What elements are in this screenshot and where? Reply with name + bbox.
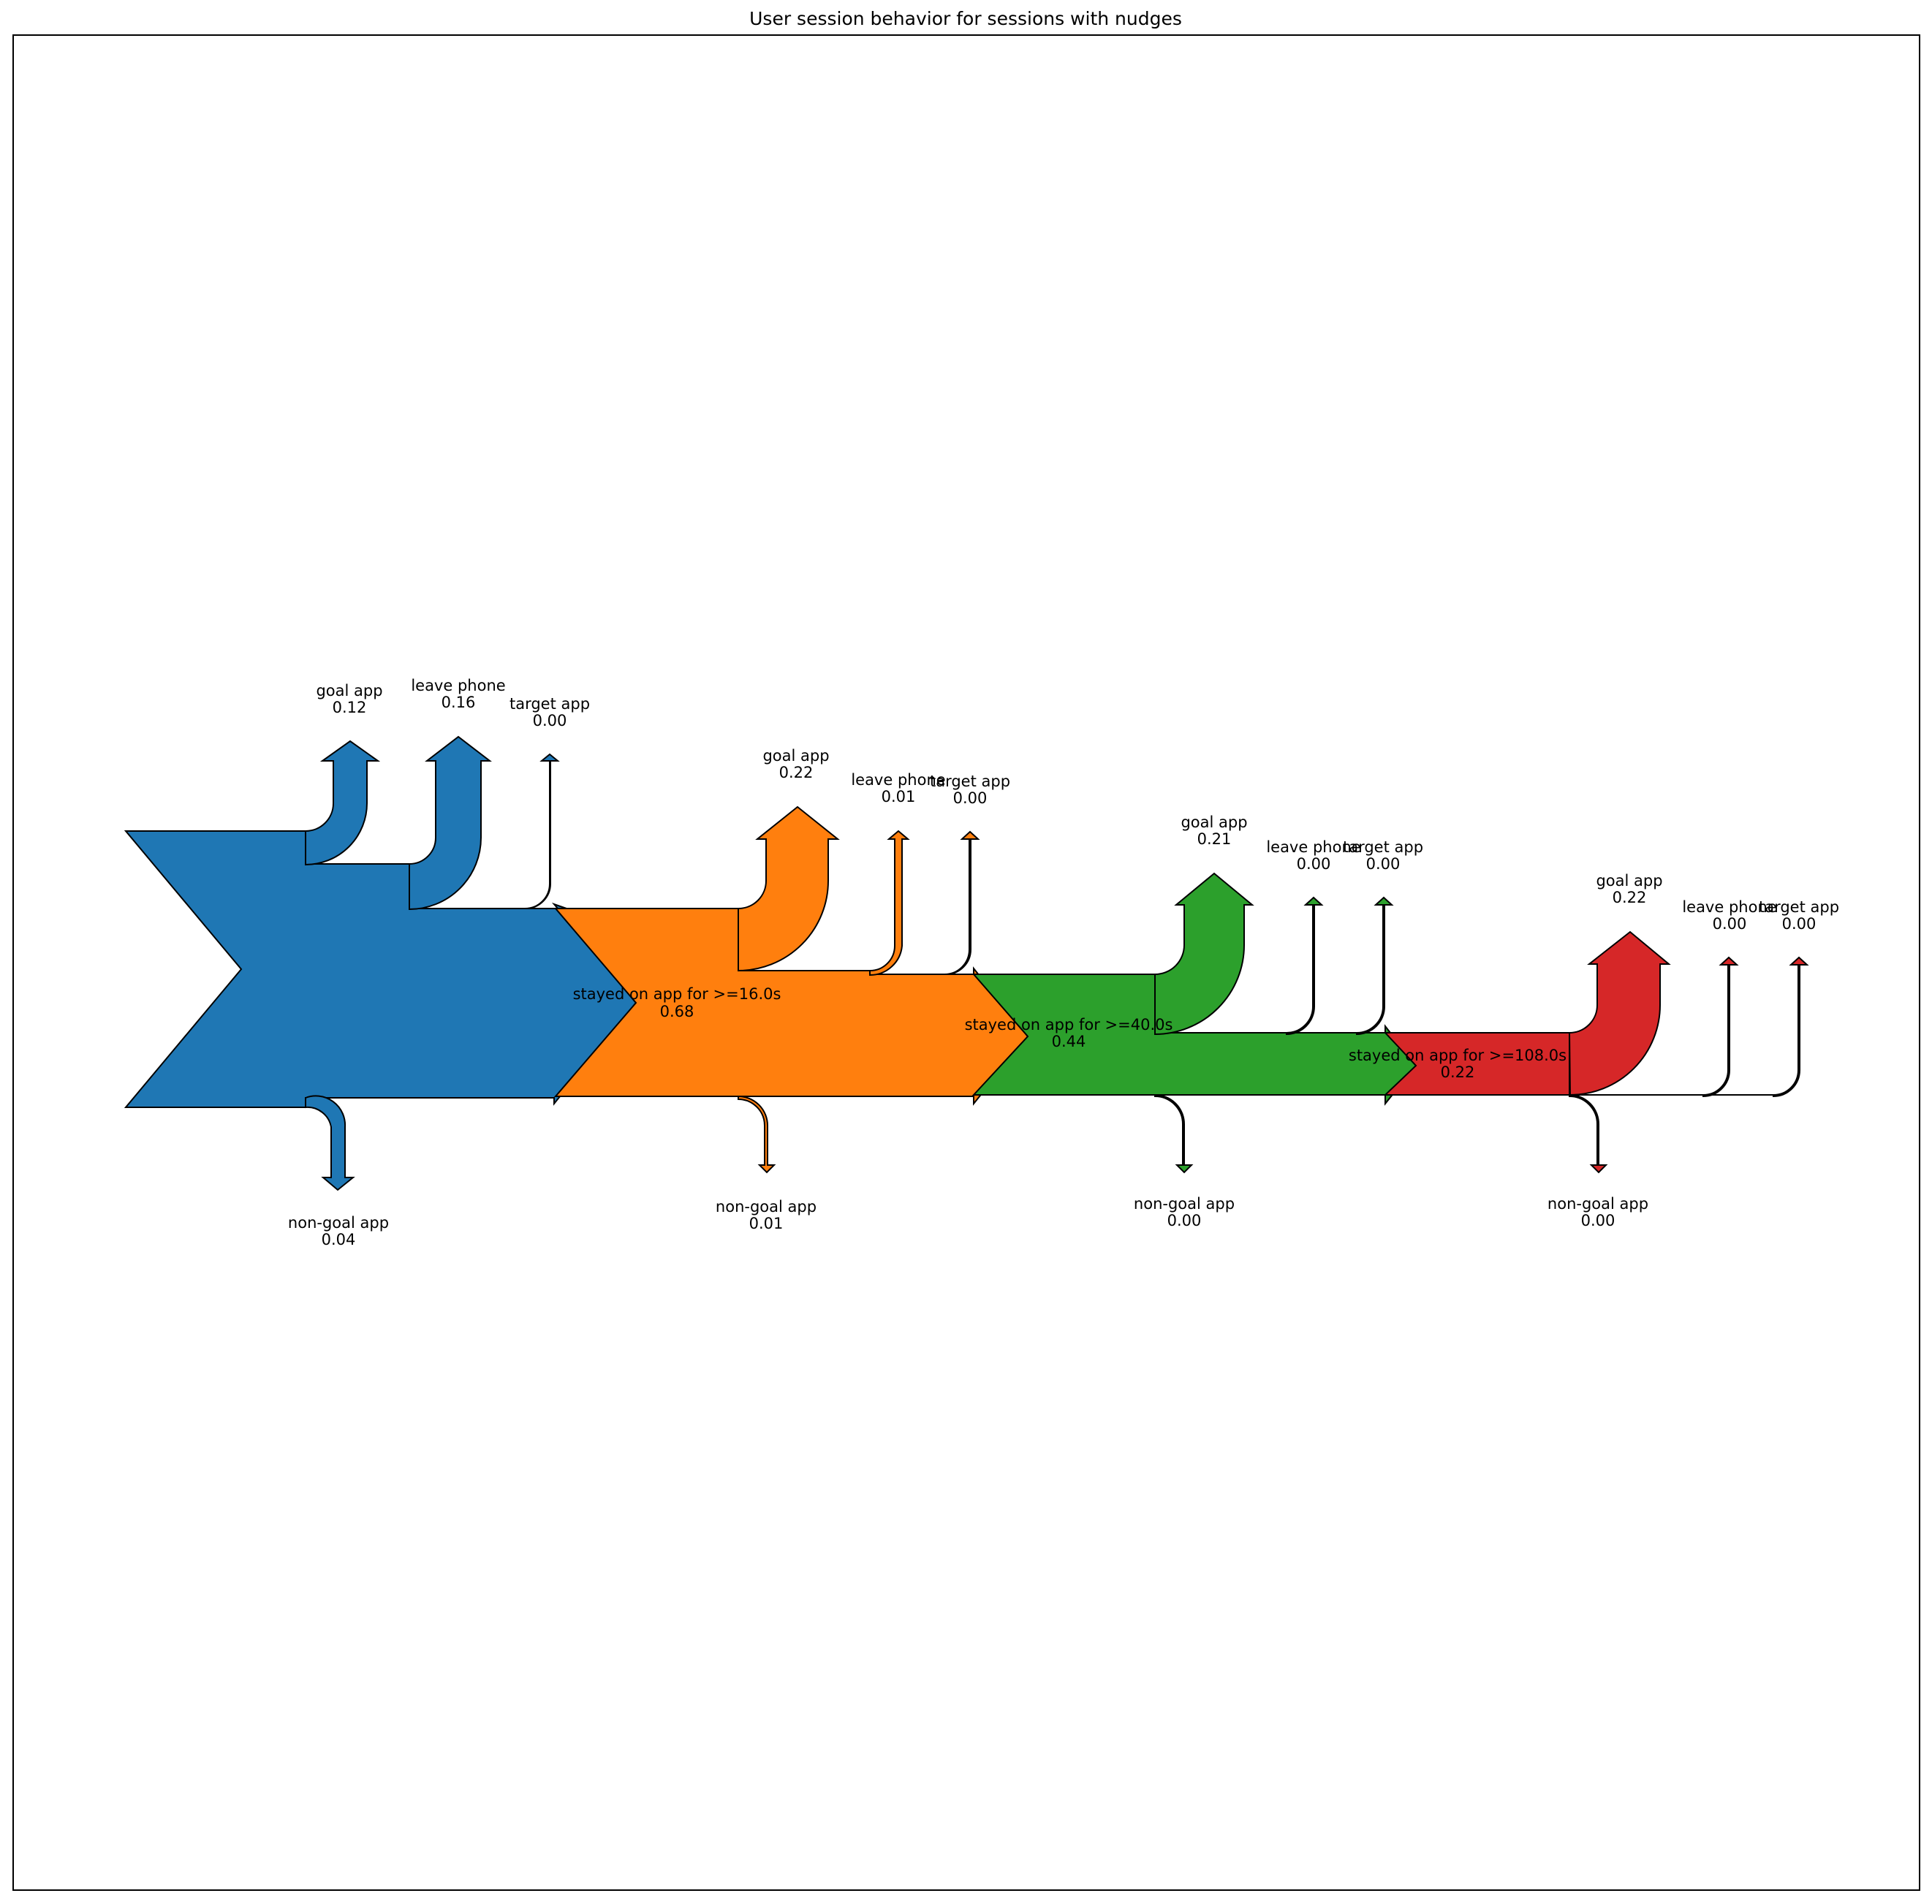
stage-4-labels: goal app 0.22 leave phone 0.00 target ap… [1548, 872, 1839, 1229]
stage-2-goal-app-flow [738, 805, 840, 972]
stage-4-goal-app-flow [1568, 930, 1671, 1096]
stage-4-leave-phone-flow [1702, 956, 1739, 1098]
stage-1-non-goal-app-flow [305, 1095, 355, 1191]
stage-3-goal-app-flow [1154, 872, 1254, 1036]
stage-2-target-app-value: 0.00 [953, 789, 988, 807]
chart-title: User session behavior for sessions with … [749, 8, 1182, 29]
stage-4-non-goal-app-label: non-goal app [1548, 1195, 1648, 1213]
stage-2-labels: goal app 0.22 leave phone 0.01 target ap… [716, 747, 1173, 1232]
stage-3-labels: goal app 0.21 leave phone 0.00 target ap… [1134, 813, 1567, 1229]
stage-3-target-app-value: 0.00 [1366, 855, 1401, 873]
stage-3-goal-app-label: goal app [1181, 813, 1247, 831]
stage-3-leave-phone-flow [1286, 896, 1324, 1036]
stage-1-goal-app-label: goal app [316, 682, 382, 699]
stage-1-target-app-flow [524, 753, 560, 909]
stage-3-non-goal-app-flow [1154, 1093, 1194, 1174]
stage-3-flows [971, 872, 1417, 1174]
stage-4-leave-phone-value: 0.00 [1713, 915, 1747, 933]
stage-3-stayed-label: stayed on app for >=108.0s [1349, 1047, 1567, 1064]
stage-3-goal-app-value: 0.21 [1197, 830, 1232, 848]
stage-1-leave-phone-value: 0.16 [442, 694, 476, 711]
stage-3-leave-phone-value: 0.00 [1297, 855, 1331, 873]
stage-2-non-goal-app-label: non-goal app [716, 1198, 817, 1215]
stage-3-leave-phone-label: leave phone [1266, 838, 1360, 856]
stage-4-goal-app-label: goal app [1596, 872, 1662, 890]
stage-4-flows [1383, 930, 1809, 1174]
stage-1-target-app-value: 0.00 [533, 712, 567, 729]
stage-1-stayed-label: stayed on app for >=16.0s [573, 985, 781, 1003]
stage-4-goal-app-value: 0.22 [1613, 889, 1647, 906]
stage-4-non-goal-app-flow [1569, 1093, 1608, 1174]
stage-1-target-app-label: target app [509, 695, 590, 713]
stage-1-flows [124, 735, 637, 1191]
stage-3-target-app-flow [1356, 896, 1394, 1036]
stage-1-non-goal-app-value: 0.04 [322, 1231, 356, 1248]
stage-2-goal-app-value: 0.22 [779, 764, 814, 781]
stage-2-flows [553, 805, 1029, 1174]
stage-2-leave-phone-label: leave phone [851, 771, 945, 789]
stage-1-leave-phone-label: leave phone [411, 677, 505, 694]
stage-4-leave-phone-label: leave phone [1682, 898, 1776, 916]
stage-1-non-goal-app-label: non-goal app [288, 1214, 389, 1232]
stage-2-non-goal-app-value: 0.01 [749, 1215, 784, 1232]
stage-3-non-goal-app-label: non-goal app [1134, 1195, 1235, 1213]
stage-4-target-app-flow [1773, 956, 1809, 1098]
stage-2-goal-app-label: goal app [762, 747, 829, 765]
stage-3-target-app-label: target app [1343, 838, 1423, 856]
stage-2-non-goal-app-flow [738, 1095, 776, 1174]
stage-1-labels: goal app 0.12 leave phone 0.16 target ap… [288, 677, 781, 1248]
stage-2-target-app-flow [944, 830, 980, 975]
stage-4-target-app-label: target app [1759, 898, 1839, 916]
stage-1-goal-app-flow [305, 740, 381, 866]
stage-2-target-app-label: target app [930, 773, 1010, 790]
stage-4-non-goal-app-value: 0.00 [1581, 1212, 1615, 1229]
stage-2-leave-phone-flow [869, 830, 910, 976]
stage-3-stayed-value: 0.22 [1441, 1063, 1475, 1081]
plot-frame [12, 34, 1920, 1891]
stage-1-stayed-value: 0.68 [660, 1003, 694, 1020]
stage-1-leave-phone-flow [409, 735, 492, 911]
stage-2-stayed-value: 0.44 [1052, 1033, 1086, 1050]
stage-3-non-goal-app-value: 0.00 [1167, 1212, 1202, 1229]
stage-2-leave-phone-value: 0.01 [882, 788, 916, 805]
stage-4-target-app-value: 0.00 [1782, 915, 1817, 933]
stage-2-stayed-label: stayed on app for >=40.0s [965, 1016, 1173, 1033]
stage-1-goal-app-value: 0.12 [333, 699, 367, 716]
